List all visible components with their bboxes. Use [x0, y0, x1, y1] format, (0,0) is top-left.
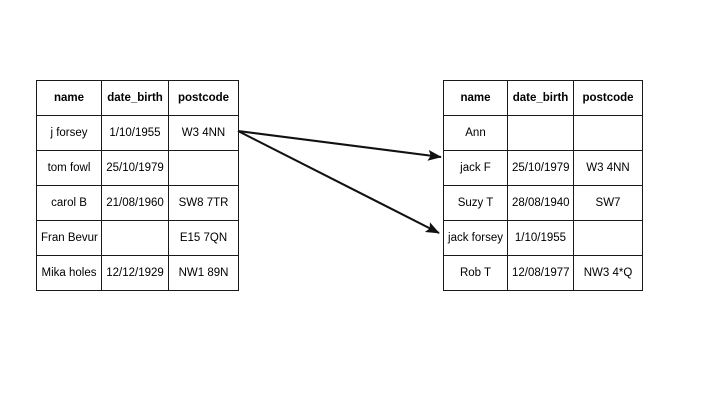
table-row: j forsey 1/10/1955 W3 4NN	[36, 115, 239, 151]
table-row: Ann	[443, 115, 643, 151]
cell-postcode	[573, 220, 643, 256]
cell-postcode: W3 4NN	[168, 115, 239, 151]
table-header-row: name date_birth postcode	[36, 80, 239, 116]
cell-name: carol B	[36, 185, 102, 221]
cell-name: tom fowl	[36, 150, 102, 186]
cell-name: Suzy T	[443, 185, 508, 221]
cell-name: Mika holes	[36, 255, 102, 291]
source-records-table: name date_birth postcode j forsey 1/10/1…	[36, 80, 239, 291]
cell-date-birth	[101, 220, 169, 256]
column-header-date-birth: date_birth	[101, 80, 169, 116]
cell-date-birth	[507, 115, 574, 151]
match-arrow-1	[237, 129, 442, 161]
column-header-date-birth: date_birth	[507, 80, 574, 116]
cell-date-birth: 1/10/1955	[507, 220, 574, 256]
cell-date-birth: 25/10/1979	[101, 150, 169, 186]
table-row: tom fowl 25/10/1979	[36, 150, 239, 186]
table-header-row: name date_birth postcode	[443, 80, 643, 116]
cell-name: j forsey	[36, 115, 102, 151]
cell-date-birth: 12/08/1977	[507, 255, 574, 291]
column-header-name: name	[36, 80, 102, 116]
table-row: Fran Bevur E15 7QN	[36, 220, 239, 256]
cell-date-birth: 1/10/1955	[101, 115, 169, 151]
cell-postcode: NW1 89N	[168, 255, 239, 291]
column-header-name: name	[443, 80, 508, 116]
cell-name: Fran Bevur	[36, 220, 102, 256]
cell-date-birth: 12/12/1929	[101, 255, 169, 291]
cell-date-birth: 28/08/1940	[507, 185, 574, 221]
cell-postcode: SW8 7TR	[168, 185, 239, 221]
table-row: jack forsey 1/10/1955	[443, 220, 643, 256]
cell-name: Ann	[443, 115, 508, 151]
table-row: carol B 21/08/1960 SW8 7TR	[36, 185, 239, 221]
cell-name: Rob T	[443, 255, 508, 291]
cell-postcode: E15 7QN	[168, 220, 239, 256]
cell-date-birth: 25/10/1979	[507, 150, 574, 186]
cell-name: jack forsey	[443, 220, 508, 256]
cell-name: jack F	[443, 150, 508, 186]
column-header-postcode: postcode	[168, 80, 239, 116]
cell-postcode: W3 4NN	[573, 150, 643, 186]
table-row: jack F 25/10/1979 W3 4NN	[443, 150, 643, 186]
cell-postcode: NW3 4*Q	[573, 255, 643, 291]
cell-postcode	[573, 115, 643, 151]
match-arrow-2	[237, 130, 440, 234]
table-row: Suzy T 28/08/1940 SW7	[443, 185, 643, 221]
target-records-table: name date_birth postcode Ann jack F 25/1…	[443, 80, 643, 291]
column-header-postcode: postcode	[573, 80, 643, 116]
cell-postcode: SW7	[573, 185, 643, 221]
table-row: Mika holes 12/12/1929 NW1 89N	[36, 255, 239, 291]
cell-date-birth: 21/08/1960	[101, 185, 169, 221]
table-row: Rob T 12/08/1977 NW3 4*Q	[443, 255, 643, 291]
cell-postcode	[168, 150, 239, 186]
